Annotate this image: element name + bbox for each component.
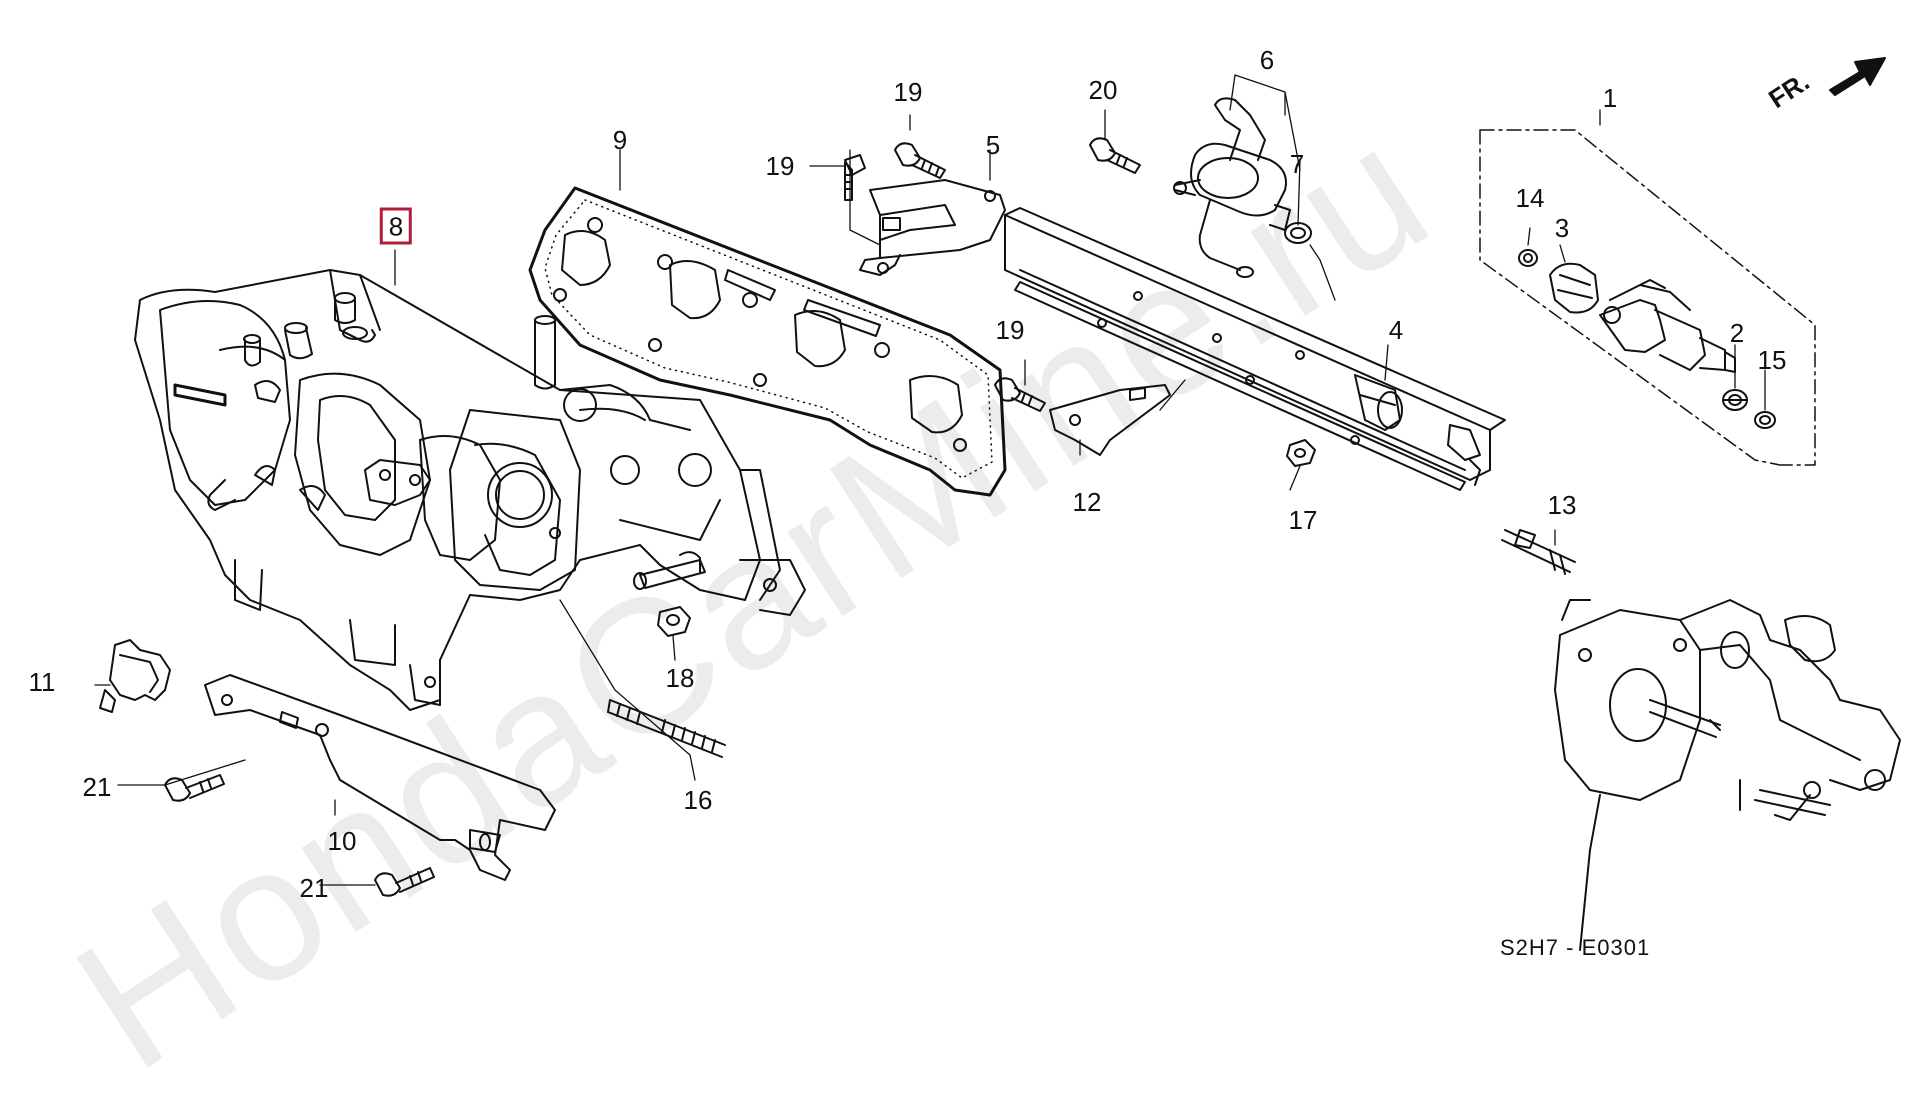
callout-6: 6 xyxy=(1259,45,1275,75)
callout-10: 10 xyxy=(327,826,357,856)
callout-19-top: 19 xyxy=(893,77,923,107)
callout-11: 11 xyxy=(28,667,56,697)
callout-16: 16 xyxy=(683,785,713,815)
manifold-inset xyxy=(1554,599,1901,951)
callout-12: 12 xyxy=(1072,487,1102,517)
bracket-12[interactable] xyxy=(1049,384,1171,456)
pressure-regulator[interactable] xyxy=(1173,97,1291,278)
callout-3: 3 xyxy=(1554,213,1570,243)
bolt-19-lower[interactable] xyxy=(994,377,1046,412)
callout-21-lower: 21 xyxy=(299,873,329,903)
cushion-ring-2[interactable] xyxy=(1722,389,1748,411)
fuel-rail[interactable] xyxy=(1004,207,1506,491)
leader-lines xyxy=(94,74,1766,886)
callout-1: 1 xyxy=(1602,83,1618,113)
fuel-injector[interactable] xyxy=(1599,279,1736,373)
callout-7: 7 xyxy=(1289,149,1305,179)
o-ring-15[interactable] xyxy=(1754,411,1776,429)
bolt-19-upper[interactable] xyxy=(844,154,866,201)
bracket-10[interactable] xyxy=(204,674,556,881)
callout-17: 17 xyxy=(1288,505,1318,535)
front-arrow-icon xyxy=(1829,57,1886,96)
o-ring-7[interactable] xyxy=(1284,222,1312,244)
callout-2: 2 xyxy=(1729,318,1745,348)
callout-5: 5 xyxy=(985,130,1001,160)
manifold-gasket[interactable] xyxy=(528,186,1007,497)
callout-14: 14 xyxy=(1515,183,1545,213)
diagram-code: S2H7 - E0301 xyxy=(1500,935,1651,960)
bolt-21-lower[interactable] xyxy=(374,867,435,897)
exploded-view-drawing xyxy=(94,57,1901,951)
callout-19-lower: 19 xyxy=(995,315,1025,345)
callout-18: 18 xyxy=(665,663,695,693)
group-box-1 xyxy=(1479,129,1816,466)
callout-13: 13 xyxy=(1547,490,1577,520)
nut-18[interactable] xyxy=(657,606,691,637)
seal-3[interactable] xyxy=(1549,262,1599,314)
stud-13[interactable] xyxy=(1501,529,1576,575)
callout-21-upper: 21 xyxy=(82,772,112,802)
stud-16[interactable] xyxy=(607,699,726,758)
nut-17[interactable] xyxy=(1286,439,1316,467)
bolt-19-top[interactable] xyxy=(894,142,946,179)
clamp-11[interactable] xyxy=(99,639,171,713)
bracket-5[interactable] xyxy=(859,179,1006,276)
callout-8-highlighted[interactable]: 8 xyxy=(379,207,413,245)
intake-manifold[interactable] xyxy=(134,269,806,711)
bolt-21-upper[interactable] xyxy=(164,774,225,802)
callout-15: 15 xyxy=(1757,345,1787,375)
callout-9: 9 xyxy=(612,125,628,155)
callout-20: 20 xyxy=(1088,75,1118,105)
manifold-bolt xyxy=(633,551,706,590)
callout-19-left: 19 xyxy=(765,151,795,181)
parts-diagram: HondaCarMine.ru xyxy=(28,45,1901,1110)
o-ring-14[interactable] xyxy=(1518,249,1538,267)
bolt-20[interactable] xyxy=(1089,137,1141,174)
callout-4: 4 xyxy=(1388,315,1404,345)
